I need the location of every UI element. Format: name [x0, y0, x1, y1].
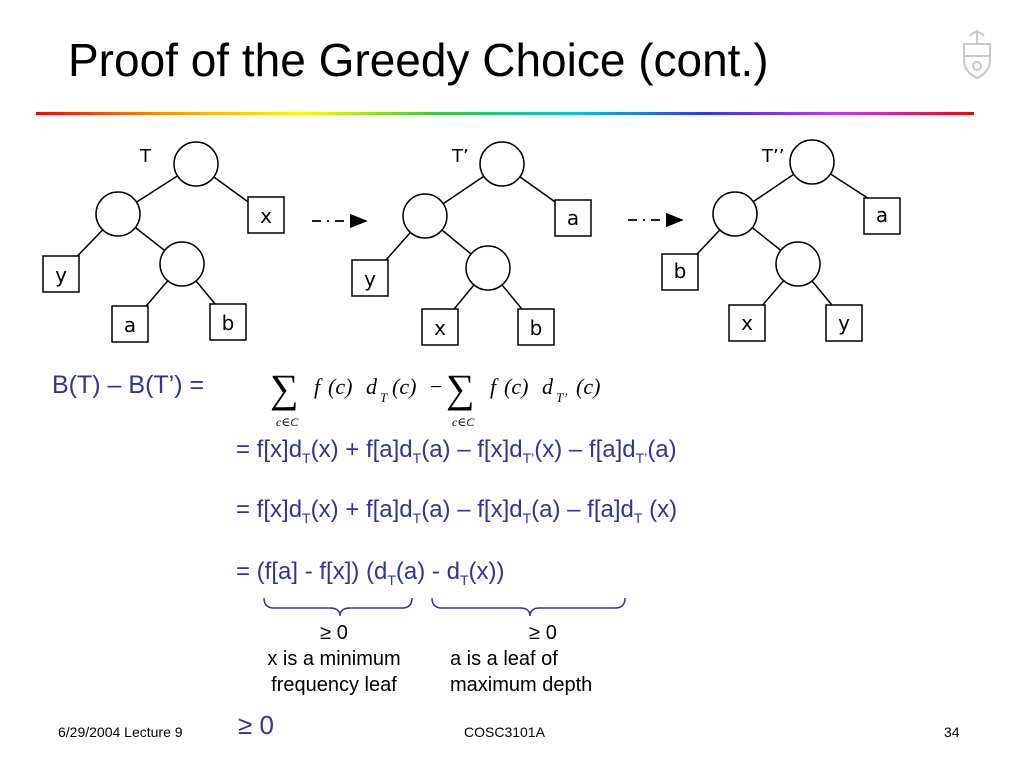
- tree-node: [789, 139, 835, 185]
- tree-node: [465, 245, 511, 291]
- note-sign: ≥ 0: [320, 622, 348, 644]
- tree-node: [402, 193, 448, 239]
- equation-line-2: = f[x]dT(x) + f[a]dT(a) – f[x]dT’(x) – f…: [236, 436, 677, 466]
- leaf-label: x: [741, 311, 753, 335]
- tree-label: T’’: [761, 146, 784, 167]
- underbrace-right: [431, 597, 626, 617]
- sum-symbol: ∑: [270, 366, 299, 411]
- leaf-label: b: [222, 311, 235, 335]
- leaf-node: [728, 304, 766, 342]
- conclusion: ≥ 0: [238, 710, 274, 740]
- tree-label: T’: [451, 146, 469, 167]
- note-left: ≥ 0 x is a minimum frequency leaf: [246, 620, 422, 698]
- summation-formula: ∑ c∈C f (c) d T (c) − ∑ c∈C f (c) d T’ (…: [270, 366, 600, 429]
- tree-node: [159, 241, 205, 287]
- leaf-node: [111, 305, 149, 343]
- tree-node: [479, 141, 525, 187]
- note-sign: ≥ 0: [529, 622, 557, 644]
- leaf-label: x: [260, 204, 272, 228]
- leaf-label: y: [364, 267, 376, 291]
- leaf-label: y: [838, 311, 850, 335]
- term-c: (c): [504, 374, 528, 399]
- sum-subscript: c∈C: [276, 415, 299, 429]
- footer-page-number: 34: [944, 724, 960, 740]
- leaf-node: [42, 255, 80, 293]
- tree-node: [173, 141, 219, 187]
- term-sub: T’: [556, 390, 568, 405]
- term-d: d: [542, 374, 554, 399]
- equation-line-3: = f[x]dT(x) + f[a]dT(a) – f[x]dT(a) – f[…: [236, 496, 678, 526]
- note-text: maximum depth: [450, 674, 593, 696]
- underbrace-left: [263, 597, 413, 617]
- leaf-label: b: [674, 259, 687, 283]
- term-sub: T: [380, 390, 388, 405]
- note-text: x is a minimum: [267, 648, 401, 670]
- minus-sign: −: [430, 374, 442, 399]
- term-arg: (c): [576, 374, 600, 399]
- tree-t-prime: T’ a y x b: [351, 141, 592, 346]
- term-arg: (c): [392, 374, 416, 399]
- slide-title: Proof of the Greedy Choice (cont.): [68, 34, 769, 86]
- leaf-node: [825, 304, 863, 342]
- leaf-node: [661, 253, 699, 291]
- leaf-node: [351, 259, 389, 297]
- leaf-label: x: [434, 316, 446, 340]
- leaf-label: b: [530, 316, 543, 340]
- rainbow-divider: [36, 112, 974, 115]
- tree-node: [712, 191, 758, 237]
- tree-node: [775, 241, 821, 287]
- leaf-node: [421, 308, 459, 346]
- note-text: a is a leaf of: [450, 648, 558, 670]
- tree-t: T x y a b: [42, 141, 285, 343]
- term-d: d: [366, 374, 378, 399]
- equation-line-4: = (f[a] - f[x]) (dT(a) - dT(x)): [236, 558, 505, 588]
- leaf-node: [554, 199, 592, 237]
- term-c: (c): [328, 374, 352, 399]
- note-text: frequency leaf: [271, 674, 397, 696]
- tree-diagrams: T x y a b T’ a y x: [42, 139, 901, 346]
- tree-t-double-prime: T’’ a b x y: [661, 139, 901, 342]
- leaf-node: [517, 308, 555, 346]
- leaf-label: a: [876, 203, 888, 227]
- sum-symbol: ∑: [446, 366, 475, 411]
- equation-lhs: B(T) – B(T’) =: [52, 371, 205, 399]
- leaf-label: a: [567, 206, 579, 230]
- university-crest-icon: [963, 30, 991, 80]
- leaf-label: a: [124, 313, 136, 337]
- note-right: ≥ 0 a is a leaf of maximum depth: [448, 620, 638, 698]
- tree-label: T: [139, 146, 152, 167]
- leaf-node: [863, 197, 901, 235]
- term-f: f: [314, 374, 323, 399]
- footer-date-lecture: 6/29/2004 Lecture 9: [58, 724, 183, 740]
- leaf-node: [247, 196, 285, 234]
- leaf-label: y: [55, 263, 67, 287]
- term-f: f: [490, 374, 499, 399]
- sum-subscript: c∈C: [452, 415, 475, 429]
- leaf-node: [209, 303, 247, 341]
- footer-course: COSC3101A: [464, 724, 545, 740]
- tree-node: [95, 191, 141, 237]
